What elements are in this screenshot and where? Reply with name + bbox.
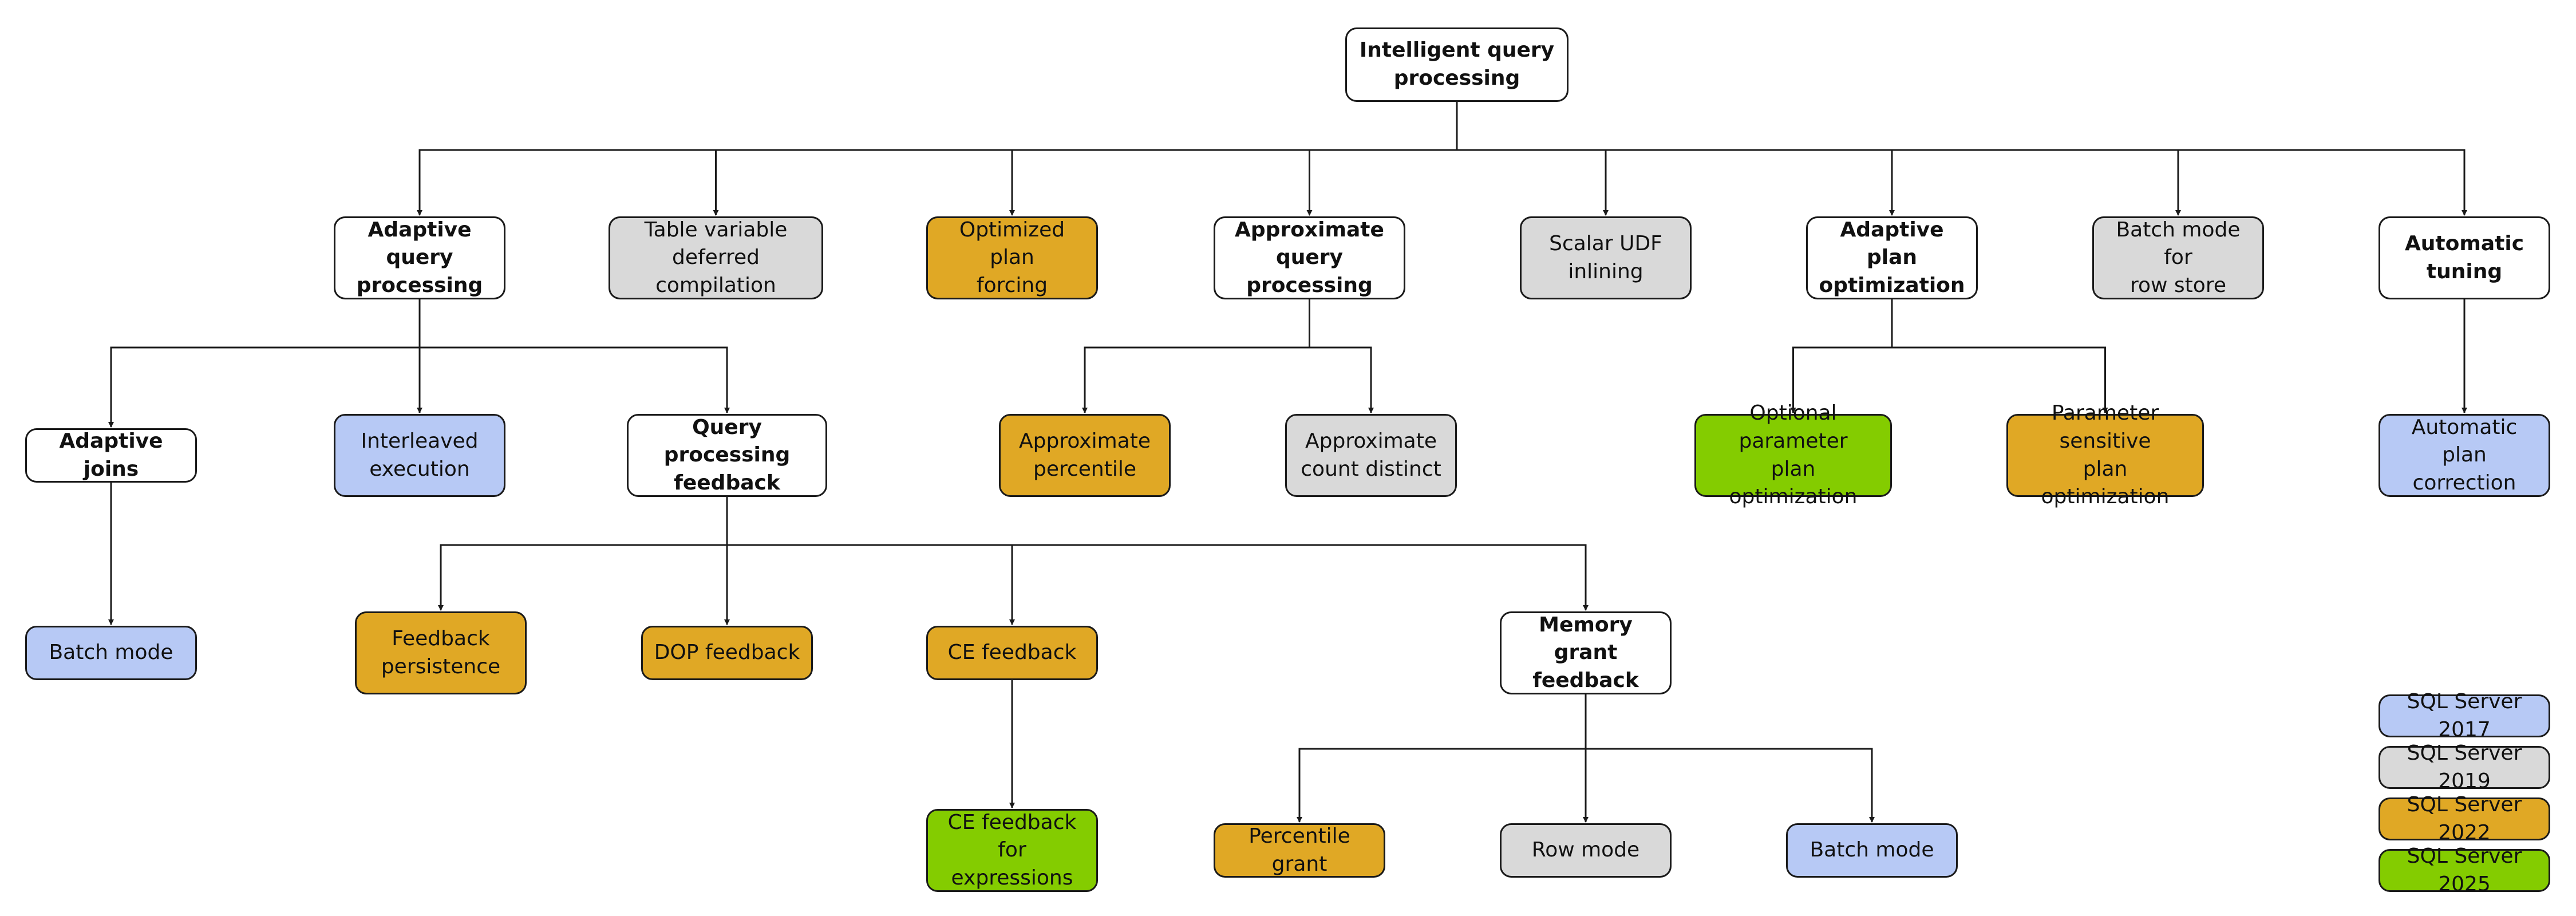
node-batch-mode-memory-grant: Batch mode <box>1786 823 1958 878</box>
node-memory-grant-feedback: Memory grant feedback <box>1500 611 1672 694</box>
connector-iqp-aqp <box>417 102 1458 216</box>
node-adaptive-joins: Adaptive joins <box>25 428 197 483</box>
node-batch-mode-for-row-store: Batch mode for row store <box>2092 216 2264 299</box>
connector-qpf-ce <box>726 497 1015 625</box>
node-approximate-percentile: Approximate percentile <box>999 414 1171 497</box>
node-automatic-tuning: Automatic tuning <box>2379 216 2550 299</box>
connector-qpf-mgf <box>726 497 1589 611</box>
node-ce-feedback: CE feedback <box>926 626 1098 680</box>
node-intelligent-query-processing: Intelligent query processing <box>1345 27 1568 102</box>
legend-sql-server-2017: SQL Server 2017 <box>2379 690 2550 741</box>
connector-qpf-fp <box>438 497 728 611</box>
connector-iqp-opf <box>1009 102 1458 216</box>
connector-iqp-bmrs <box>1456 102 2181 216</box>
legend-sql-server-2025: SQL Server 2025 <box>2379 844 2550 896</box>
node-approximate-query-processing: Approximate query processing <box>1214 216 1405 299</box>
connector-apo-pspo <box>1891 299 2108 413</box>
node-dop-feedback: DOP feedback <box>641 626 813 680</box>
node-ce-feedback-for-expressions: CE feedback for expressions <box>926 809 1098 892</box>
node-optional-parameter-plan-optimization: Optional parameter plan optimization <box>1694 401 1892 508</box>
connector-apqp-acd <box>1309 299 1374 413</box>
connector-iqp-at <box>1456 102 2467 216</box>
connector-mgf-pg <box>1297 694 1587 823</box>
node-approximate-count-distinct: Approximate count distinct <box>1285 414 1457 497</box>
connector-aqp-aj <box>108 299 421 428</box>
node-optimized-plan-forcing: Optimized plan forcing <box>926 216 1098 299</box>
node-parameter-sensitive-plan-optimization: Parameter sensitive plan optimization <box>2006 401 2204 508</box>
connector-iqp-sudf <box>1456 102 1609 216</box>
node-row-mode: Row mode <box>1500 823 1672 878</box>
connector-mgf-bm2 <box>1585 694 1875 823</box>
node-adaptive-plan-optimization: Adaptive plan optimization <box>1806 216 1978 299</box>
connector-iqp-apo <box>1456 102 1895 216</box>
node-table-variable-deferred-compilation: Table variable deferred compilation <box>609 216 823 299</box>
node-automatic-plan-correction: Automatic plan correction <box>2379 414 2550 497</box>
connector-iqp-apqp <box>1306 102 1458 216</box>
node-adaptive-query-processing: Adaptive query processing <box>334 216 505 299</box>
node-batch-mode-adaptive-joins: Batch mode <box>25 626 197 680</box>
connector-apo-oppo <box>1790 299 1893 413</box>
connector-apqp-ap <box>1082 299 1310 413</box>
node-feedback-persistence: Feedback persistence <box>355 611 527 694</box>
connector-aqp-qpf <box>418 299 730 413</box>
node-query-processing-feedback: Query processing feedback <box>627 414 827 497</box>
node-percentile-grant: Percentile grant <box>1214 823 1385 878</box>
connector-iqp-tvdc <box>713 102 1458 216</box>
node-scalar-udf-inlining: Scalar UDF inlining <box>1520 216 1692 299</box>
legend-sql-server-2019: SQL Server 2019 <box>2379 741 2550 793</box>
node-interleaved-execution: Interleaved execution <box>334 414 505 497</box>
legend-sql-server-2022: SQL Server 2022 <box>2379 793 2550 844</box>
